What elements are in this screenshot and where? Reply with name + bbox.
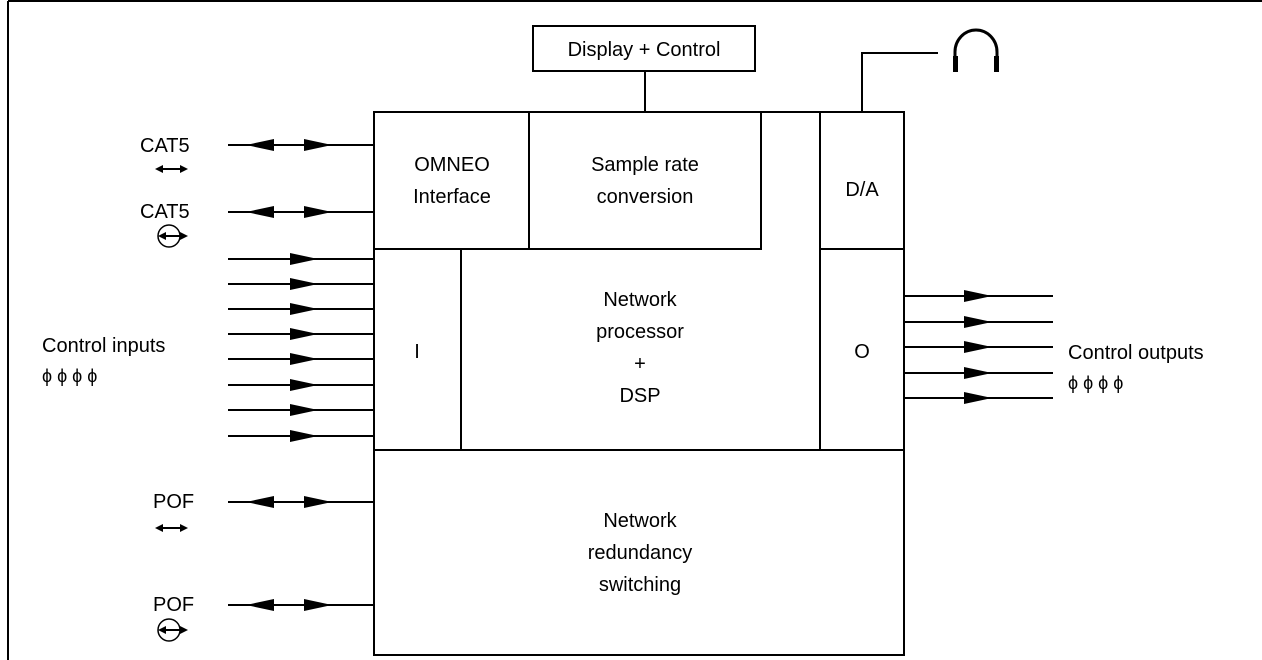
- omneo-label-2: Interface: [413, 186, 491, 208]
- network-processor-label-4: DSP: [619, 385, 660, 407]
- control-inputs-label: Control inputs: [42, 335, 165, 357]
- control-outputs-symbols: ϕ ϕ ϕ ϕ: [1068, 373, 1123, 393]
- pof-bottom-label: POF: [153, 594, 194, 616]
- headphones-icon: [953, 28, 999, 72]
- display-control-label: Display + Control: [568, 39, 721, 61]
- cat5-top-label: CAT5: [140, 135, 190, 157]
- pof-top-label: POF: [153, 491, 194, 513]
- redundancy-label-3: switching: [599, 574, 681, 596]
- da-label: D/A: [845, 179, 879, 201]
- src-outline: [374, 112, 762, 250]
- main-block: [373, 111, 905, 656]
- input-block-label: I: [414, 341, 420, 363]
- double-arrow-icon: [155, 165, 188, 173]
- pof-top-arrow-right: [304, 496, 332, 508]
- redundancy-label-1: Network: [603, 510, 677, 532]
- double-arrow-icon: [155, 524, 188, 532]
- cat5-bottom-arrow-right: [304, 206, 332, 218]
- output-block-label: O: [854, 341, 870, 363]
- cat5-top-arrow-right: [304, 139, 332, 151]
- cat5-bottom-arrow-left: [246, 206, 274, 218]
- cat5-top-arrow-left: [246, 139, 274, 151]
- pof-top-arrow-left: [246, 496, 274, 508]
- cat5-bottom-label: CAT5: [140, 201, 190, 223]
- network-processor-label-3: +: [634, 353, 646, 375]
- network-processor-label-1: Network: [603, 289, 677, 311]
- omneo-label-1: OMNEO: [414, 154, 490, 176]
- control-output-lines: [904, 290, 1053, 404]
- control-outputs-label: Control outputs: [1068, 342, 1204, 364]
- src-label-2: conversion: [597, 186, 694, 208]
- fiber-connector-icon: [157, 618, 188, 642]
- control-input-lines: [228, 253, 374, 442]
- network-processor-label-2: processor: [596, 321, 684, 343]
- pof-bottom-arrow-right: [304, 599, 332, 611]
- control-inputs-symbols: ϕ ϕ ϕ ϕ: [42, 366, 97, 386]
- fiber-connector-icon: [157, 224, 188, 248]
- redundancy-label-2: redundancy: [588, 542, 693, 564]
- src-label-1: Sample rate: [591, 154, 699, 176]
- headphone-line: [861, 52, 938, 112]
- pof-bottom-arrow-left: [246, 599, 274, 611]
